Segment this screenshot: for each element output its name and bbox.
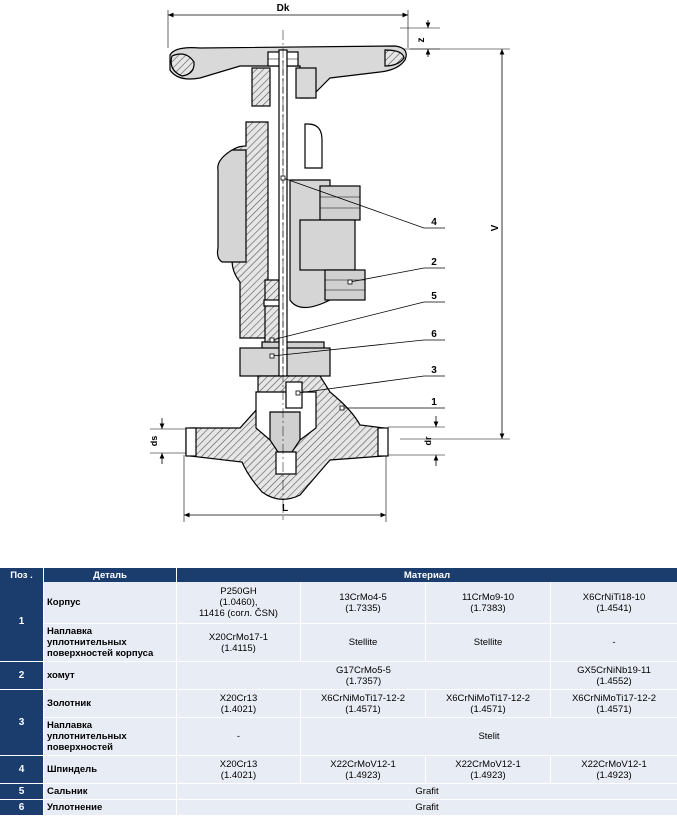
dim-dr: dr [388,416,445,466]
material-cell: - [551,624,677,662]
material-cell: X20Cr13 (1.4021) [177,690,301,718]
part-cell: Сальник [44,784,177,800]
table-row: 1 Корпус P250GH (1.0460), 11416 (согл. Č… [0,582,677,662]
valve-section-drawing: Dk z V L ds dr [149,3,510,522]
material-cell: X6CrNiMoTi17-12-2 (1.4571) [426,690,551,718]
pos-cell: 2 [0,662,44,690]
material-cell: X22CrMoV12-1 (1.4923) [551,756,677,784]
dim-v-label: V [490,224,501,231]
material-cell: X6CrNiMoTi17-12-2 (1.4571) [551,690,677,718]
table-row: 6 Уплотнение Grafit [0,800,677,816]
header-part: Деталь [44,568,177,582]
header-pos: Поз . [0,568,44,582]
material-cell: X20CrMo17-1 (1.4115) [177,624,301,662]
material-cell: 13CrMo4-5 (1.7335) [301,582,426,624]
part-cell: Уплотнение [44,800,177,816]
material-cell: X20Cr13 (1.4021) [177,756,301,784]
callout-labels: 4 2 5 6 3 1 [431,217,437,408]
material-cell: P250GH (1.0460), 11416 (согл. ČSN) [177,582,301,624]
pos-cell: 6 [0,800,44,816]
table-row: 3 Золотник X20Cr13 (1.4021) X6CrNiMoTi17… [0,690,677,756]
dim-z-label: z [416,38,427,43]
pos-cell: 3 [0,690,44,756]
callout-5: 5 [431,291,437,302]
part-cell: Корпус [44,582,177,624]
dim-ds-label: ds [149,436,159,447]
dim-dk-label: Dk [277,3,290,14]
material-cell: 11CrMo9-10 (1.7383) [426,582,551,624]
dim-dr-label: dr [423,436,433,445]
callout-4: 4 [431,217,437,228]
part-cell: Шпиндель [44,756,177,784]
pos-cell: 1 [0,582,44,662]
material-cell: Grafit [177,784,677,800]
material-cell: Grafit [177,800,677,816]
dim-v: V [400,48,510,440]
callout-6: 6 [431,329,437,340]
material-cell: GX5CrNiNb19-11 (1.4552) [551,662,677,690]
handwheel [169,45,407,107]
header-material: Материал [177,568,677,582]
pos-cell: 4 [0,756,44,784]
material-cell: Stellite [301,624,426,662]
dim-dk: Dk [167,3,409,48]
dim-l-label: L [282,503,288,514]
part-cell: Золотник [44,690,177,718]
callout-2: 2 [431,257,437,268]
dim-ds: ds [149,418,186,464]
materials-table: Поз . Деталь Материал 1 Корпус P250GH (1… [0,568,677,816]
part-cell: Наплавка уплотнительных поверхностей кор… [44,624,177,662]
clamp-bolts [299,185,366,301]
material-cell: X6CrNiTi18-10 (1.4541) [551,582,677,624]
callout-3: 3 [431,365,437,376]
table-row: 2 хомут G17CrMo5-5 (1.7357) GX5CrNiNb19-… [0,662,677,690]
valve-body [185,375,389,500]
callouts [269,175,445,411]
table-header-row: Поз . Деталь Материал [0,568,677,582]
callout-1: 1 [431,397,437,408]
material-cell: X22CrMoV12-1 (1.4923) [301,756,426,784]
table-row: Наплавка уплотнительных поверхностей - S… [0,718,677,756]
materials-table-wrap: Поз . Деталь Материал 1 Корпус P250GH (1… [0,568,677,816]
material-cell: X22CrMoV12-1 (1.4923) [426,756,551,784]
part-cell: хомут [44,662,177,690]
table-row: Наплавка уплотнительных поверхностей кор… [0,624,677,662]
material-cell: Stellite [426,624,551,662]
material-cell: X6CrNiMoTi17-12-2 (1.4571) [301,690,426,718]
material-cell: - [177,718,301,756]
dim-l: L [183,455,387,522]
material-cell: G17CrMo5-5 (1.7357) [177,662,551,690]
table-row: 4 Шпиндель X20Cr13 (1.4021) X22CrMoV12-1… [0,756,677,784]
material-cell: Stelit [301,718,677,756]
pos-cell: 5 [0,784,44,800]
table-row: 5 Сальник Grafit [0,784,677,800]
part-cell: Наплавка уплотнительных поверхностей [44,718,177,756]
